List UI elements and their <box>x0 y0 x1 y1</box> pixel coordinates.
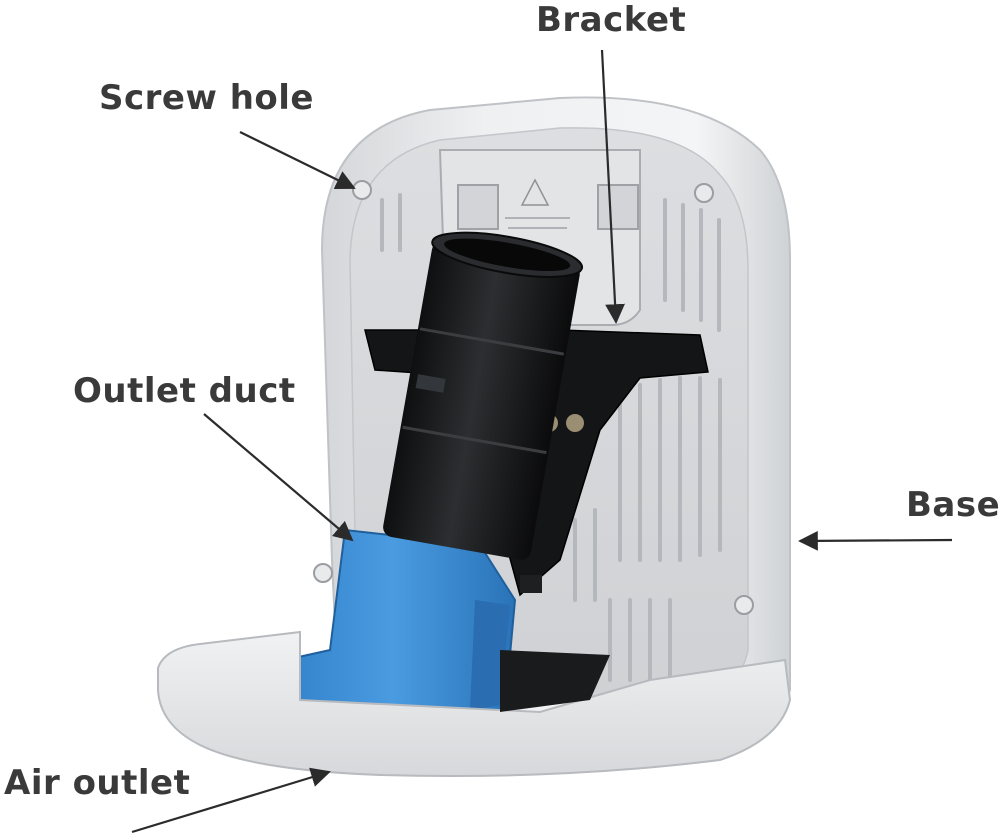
outlet-duct <box>383 231 584 560</box>
outlet-duct-leader <box>203 413 354 542</box>
screw-hole-leader <box>239 131 356 190</box>
label-outlet-duct: Outlet duct <box>73 371 296 411</box>
label-screw-hole: Screw hole <box>99 78 314 118</box>
label-air-outlet: Air outlet <box>4 763 191 803</box>
bottom-tray <box>157 630 792 777</box>
screw-holes <box>313 180 754 615</box>
vent-slots <box>380 193 722 682</box>
bracket-leader <box>600 49 625 324</box>
base-leader <box>798 530 953 551</box>
air-outlet-leader <box>131 767 331 834</box>
label-base: Base <box>906 485 1000 525</box>
label-bracket: Bracket <box>536 0 687 40</box>
leader-lines <box>131 49 953 834</box>
